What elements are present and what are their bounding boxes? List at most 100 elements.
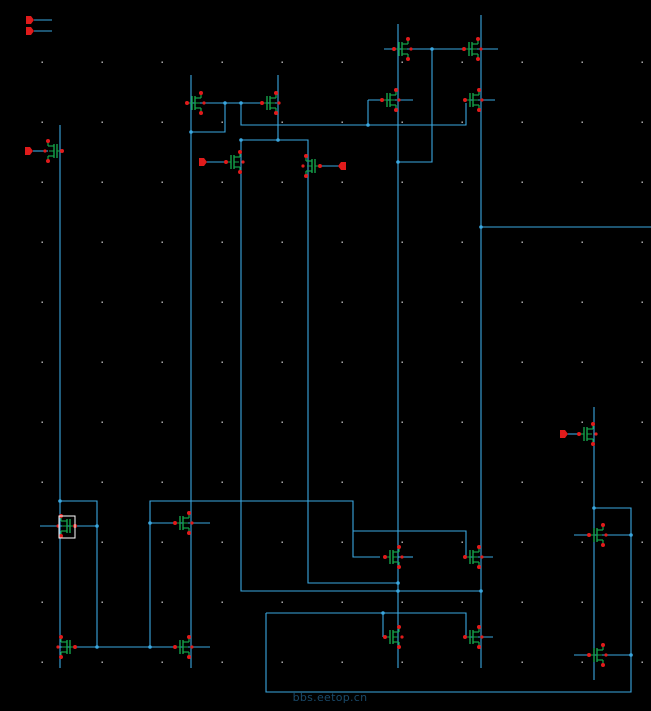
grid-dot: [161, 481, 163, 483]
grid-dot: [341, 661, 343, 663]
grid-dot: [101, 541, 103, 543]
grid-dot: [161, 121, 163, 123]
grid-dot: [161, 241, 163, 243]
grid-dot: [521, 241, 523, 243]
nmos-transistor: [173, 635, 194, 659]
grid-dot: [581, 601, 583, 603]
wire-junction: [95, 524, 99, 528]
wire-junction: [189, 130, 193, 134]
wire-junction: [239, 101, 243, 105]
grid-dot: [221, 481, 223, 483]
wire: [60, 500, 98, 648]
grid-dot: [641, 541, 643, 543]
wire: [149, 500, 380, 647]
port-pin: [199, 158, 207, 166]
wire-junction: [148, 645, 152, 649]
grid-dot: [641, 601, 643, 603]
grid-dot: [41, 601, 43, 603]
grid-dot: [641, 661, 643, 663]
wire-junction: [629, 653, 633, 657]
grid-dot: [41, 421, 43, 423]
grid-dot: [221, 301, 223, 303]
grid-dot: [581, 301, 583, 303]
grid-dot: [161, 301, 163, 303]
grid-dot: [401, 361, 403, 363]
nmos-transistor: [185, 91, 206, 115]
port-pin: [26, 27, 34, 35]
grid-dot: [101, 361, 103, 363]
grid-dot: [461, 61, 463, 63]
grid-dot: [641, 421, 643, 423]
grid-dot: [461, 661, 463, 663]
wire: [191, 103, 226, 133]
grid-dot: [41, 541, 43, 543]
grid-dot: [341, 601, 343, 603]
wire-junction: [592, 506, 596, 510]
port-pin: [560, 430, 568, 438]
grid-dot: [521, 301, 523, 303]
grid-dot: [41, 661, 43, 663]
nmos-transistor: [224, 150, 245, 174]
grid-dot: [581, 541, 583, 543]
grid-dot: [281, 421, 283, 423]
grid-dot: [221, 121, 223, 123]
grid-dot: [341, 421, 343, 423]
grid-dot: [581, 241, 583, 243]
wire: [398, 49, 433, 163]
watermark: bbs.eetop.cn: [292, 691, 368, 704]
grid-dot: [461, 481, 463, 483]
grid-dot: [341, 481, 343, 483]
wire-junction: [629, 533, 633, 537]
grid-dot: [341, 541, 343, 543]
grid-dot: [281, 541, 283, 543]
grid-dot: [101, 61, 103, 63]
grid-dot: [41, 121, 43, 123]
grid-dot: [581, 661, 583, 663]
wire-junction: [381, 611, 385, 615]
grid-dot: [641, 301, 643, 303]
grid-dot: [41, 241, 43, 243]
wire-junction: [58, 499, 62, 503]
transistors: [43, 37, 608, 667]
grid-dot: [641, 61, 643, 63]
grid-dot: [41, 181, 43, 183]
grid-dot: [101, 661, 103, 663]
grid-dot: [221, 661, 223, 663]
grid-dot: [461, 301, 463, 303]
grid-dot: [101, 601, 103, 603]
grid-dot: [581, 361, 583, 363]
grid-dot: [161, 541, 163, 543]
wire-junction: [479, 225, 483, 229]
grid-dot: [641, 121, 643, 123]
grid-dot: [461, 421, 463, 423]
grid-dot: [221, 61, 223, 63]
grid-dot: [41, 361, 43, 363]
port-pin: [26, 16, 34, 24]
grid-dot: [461, 241, 463, 243]
grid-dot: [221, 541, 223, 543]
grid-dot: [161, 661, 163, 663]
grid-dot: [641, 181, 643, 183]
nmos-transistor: [301, 154, 322, 178]
wire: [277, 75, 398, 584]
grid-dot: [281, 301, 283, 303]
wire-junction: [276, 138, 280, 142]
selection-box: [58, 515, 76, 539]
grid-dot: [221, 241, 223, 243]
wire-junction: [479, 589, 483, 593]
grid-dot: [581, 481, 583, 483]
grid-dot: [101, 241, 103, 243]
grid-dot: [41, 301, 43, 303]
grid-dot: [401, 601, 403, 603]
port-pin: [338, 162, 346, 170]
grid-dot: [101, 181, 103, 183]
nmos-transistor: [463, 88, 484, 112]
grid-dot: [41, 61, 43, 63]
grid-dot: [461, 361, 463, 363]
grid-dot: [281, 121, 283, 123]
nmos-transistor: [56, 635, 77, 659]
grid-dot: [461, 541, 463, 543]
nmos-transistor: [173, 511, 194, 535]
grid-dot: [641, 481, 643, 483]
